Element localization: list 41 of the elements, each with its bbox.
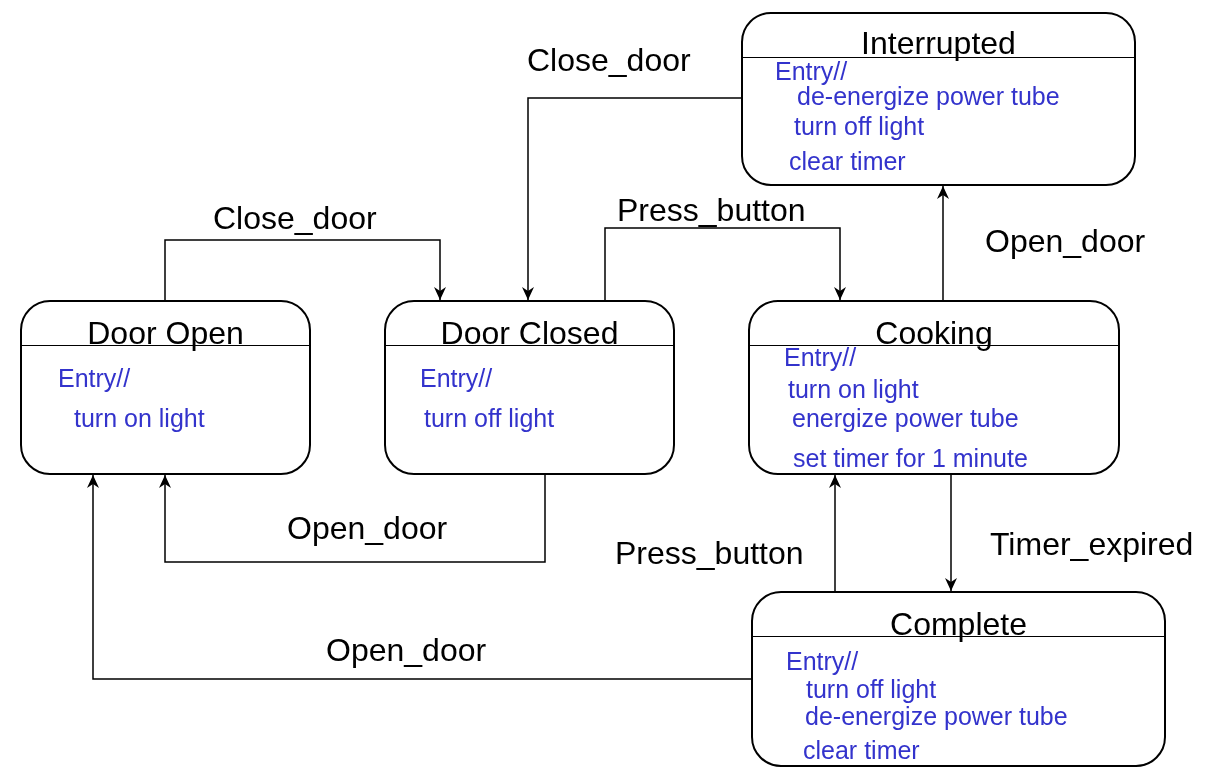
entry-action: Entry// (786, 646, 859, 676)
entry-action: clear timer (803, 735, 920, 765)
entry-action: turn off light (794, 111, 925, 141)
edge-label: Press_button (615, 535, 804, 571)
edge-label: Press_button (617, 192, 806, 228)
state-name: Complete (889, 606, 1028, 642)
state-name: Interrupted (860, 25, 1017, 61)
entry-action: turn off light (806, 675, 937, 704)
entry-action: Entry// (775, 56, 848, 86)
entry-action: energize power tube (792, 403, 1019, 433)
edge-label: Timer_expired (990, 526, 1194, 562)
transition-arrow (829, 474, 841, 592)
state-box (741, 12, 1136, 186)
entry-action: set timer for 1 minute (793, 443, 1028, 473)
transition-arrow (164, 239, 446, 301)
state-box (748, 300, 1120, 475)
transition-arrow (945, 474, 957, 592)
transition-arrow (604, 227, 846, 301)
edge-label: Open_door (287, 510, 448, 546)
state-name: Cooking (874, 315, 994, 351)
entry-action: turn off light (424, 403, 555, 433)
state-name: Door Closed (439, 315, 620, 351)
edge-label: Open_door (326, 632, 487, 668)
transition-arrow (87, 474, 752, 680)
entry-action: Entry// (420, 363, 493, 393)
state-box (20, 300, 311, 475)
state-box (384, 300, 675, 475)
transition-arrow (937, 185, 949, 301)
edge-label: Close_door (527, 42, 691, 78)
state-box (751, 591, 1166, 767)
transition-arrow (159, 474, 546, 563)
transition-arrow (522, 97, 742, 301)
entry-action: clear timer (789, 146, 906, 176)
entry-action: de-energize power tube (805, 702, 1068, 731)
entry-action: Entry// (784, 342, 857, 372)
state-name: Door Open (86, 315, 245, 351)
entry-action: Entry// (58, 363, 131, 393)
edge-label: Open_door (985, 223, 1146, 259)
entry-action: turn on light (74, 403, 205, 433)
entry-action: turn on light (788, 374, 919, 404)
edge-label: Close_door (213, 200, 377, 236)
